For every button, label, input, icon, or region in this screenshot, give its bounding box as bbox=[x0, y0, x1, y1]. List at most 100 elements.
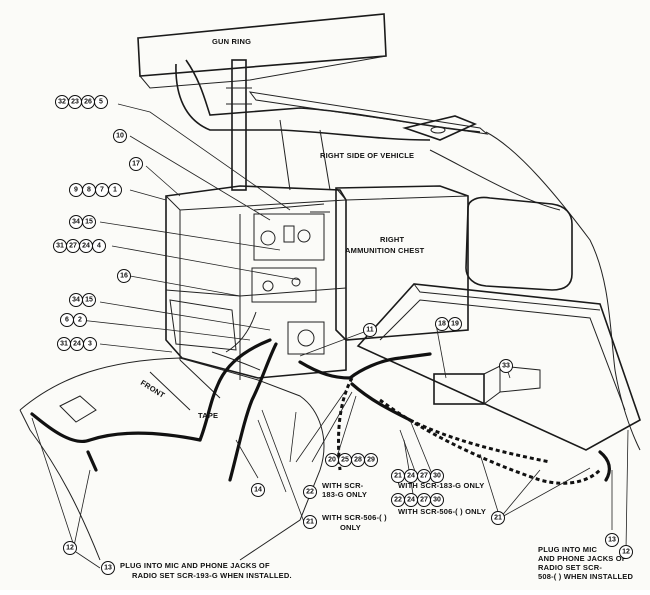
label-plug-right-4: 508-( ) WHEN INSTALLED bbox=[538, 572, 633, 581]
svg-text:27: 27 bbox=[69, 243, 77, 250]
svg-text:20: 20 bbox=[328, 457, 336, 464]
label-tape: TAPE bbox=[198, 411, 218, 420]
callout-3: 3 bbox=[83, 337, 97, 351]
svg-text:6: 6 bbox=[65, 317, 69, 324]
callout-21b: 21 bbox=[303, 515, 317, 529]
label-with-scr506-b: WITH SCR-506-( ) ONLY bbox=[398, 507, 486, 516]
radio-set-frame bbox=[165, 185, 347, 380]
callout-2: 2 bbox=[73, 313, 87, 327]
svg-text:24: 24 bbox=[73, 341, 81, 348]
callout-1: 1 bbox=[108, 183, 122, 197]
svg-text:9: 9 bbox=[74, 187, 78, 194]
callout-26: 26 bbox=[81, 95, 95, 109]
svg-text:4: 4 bbox=[97, 243, 101, 250]
svg-text:14: 14 bbox=[254, 487, 262, 494]
floor-outline bbox=[19, 357, 325, 561]
svg-text:34: 34 bbox=[72, 219, 80, 226]
svg-text:12: 12 bbox=[622, 549, 630, 556]
callout-31b: 31 bbox=[57, 337, 71, 351]
callout-14: 14 bbox=[251, 483, 265, 497]
callout-24c: 24 bbox=[404, 469, 418, 483]
svg-text:12: 12 bbox=[66, 545, 74, 552]
callout-22a: 22 bbox=[391, 493, 405, 507]
callout-21c: 21 bbox=[491, 511, 505, 525]
callout-18: 18 bbox=[435, 317, 449, 331]
cables bbox=[30, 311, 611, 485]
label-gun-ring: GUN RING bbox=[212, 37, 251, 46]
label-plug-right-2: AND PHONE JACKS OF bbox=[538, 554, 627, 563]
svg-text:24: 24 bbox=[407, 473, 415, 480]
callout-17: 17 bbox=[129, 157, 143, 171]
svg-text:8: 8 bbox=[87, 187, 91, 194]
callout-6: 6 bbox=[60, 313, 74, 327]
callout-27c: 27 bbox=[417, 493, 431, 507]
callout-11: 11 bbox=[363, 323, 377, 337]
svg-text:31: 31 bbox=[60, 341, 68, 348]
svg-text:33: 33 bbox=[502, 363, 510, 370]
svg-text:27: 27 bbox=[420, 497, 428, 504]
svg-text:22: 22 bbox=[306, 489, 314, 496]
callout-8: 8 bbox=[82, 183, 96, 197]
svg-text:29: 29 bbox=[367, 457, 375, 464]
callout-7: 7 bbox=[95, 183, 109, 197]
svg-text:18: 18 bbox=[438, 321, 446, 328]
label-with-scr183-b: WITH SCR-183-G ONLY bbox=[398, 481, 484, 490]
callout-20: 20 bbox=[325, 453, 339, 467]
label-ammo-chest-2: AMMUNITION CHEST bbox=[345, 246, 425, 255]
callout-27a: 27 bbox=[66, 239, 80, 253]
callout-29: 29 bbox=[364, 453, 378, 467]
sponson-box bbox=[356, 283, 641, 451]
callout-13a: 13 bbox=[101, 561, 115, 575]
svg-text:16: 16 bbox=[120, 273, 128, 280]
leader-lines bbox=[31, 103, 629, 569]
callout-22b: 22 bbox=[303, 485, 317, 499]
label-with-scr506-1: WITH SCR-506-( ) bbox=[322, 513, 387, 522]
callout-9: 9 bbox=[69, 183, 83, 197]
callout-30b: 30 bbox=[430, 493, 444, 507]
label-with-scr506-2: ONLY bbox=[340, 523, 361, 532]
callout-28: 28 bbox=[351, 453, 365, 467]
callout-25: 25 bbox=[338, 453, 352, 467]
callout-24a: 24 bbox=[79, 239, 93, 253]
label-plug-right-1: PLUG INTO MIC bbox=[538, 545, 598, 554]
gun-ring-structure bbox=[137, 13, 641, 451]
callout-5: 5 bbox=[94, 95, 108, 109]
ammunition-chest bbox=[335, 185, 469, 341]
callout-30a: 30 bbox=[430, 469, 444, 483]
svg-text:30: 30 bbox=[433, 473, 441, 480]
callout-4: 4 bbox=[92, 239, 106, 253]
callout-31a: 31 bbox=[53, 239, 67, 253]
callout-21a: 21 bbox=[391, 469, 405, 483]
vertical-post bbox=[226, 59, 252, 191]
svg-text:31: 31 bbox=[56, 243, 64, 250]
label-plug-left-2: RADIO SET SCR-193-G WHEN INSTALLED. bbox=[132, 571, 292, 580]
text-labels: GUN RING RIGHT SIDE OF VEHICLE RIGHT AMM… bbox=[120, 37, 633, 581]
svg-text:32: 32 bbox=[58, 99, 66, 106]
callout-34b: 34 bbox=[69, 293, 83, 307]
callout-27b: 27 bbox=[417, 469, 431, 483]
svg-text:19: 19 bbox=[451, 321, 459, 328]
callout-24b: 24 bbox=[70, 337, 84, 351]
svg-text:30: 30 bbox=[433, 497, 441, 504]
callout-16: 16 bbox=[117, 269, 131, 283]
callout-10: 10 bbox=[113, 129, 127, 143]
callout-12a: 12 bbox=[63, 541, 77, 555]
label-plug-left-1: PLUG INTO MIC AND PHONE JACKS OF bbox=[120, 561, 270, 570]
svg-text:21: 21 bbox=[306, 519, 314, 526]
svg-text:13: 13 bbox=[104, 565, 112, 572]
svg-text:13: 13 bbox=[608, 537, 616, 544]
callout-15b: 15 bbox=[82, 293, 96, 307]
callout-24d: 24 bbox=[404, 493, 418, 507]
svg-text:27: 27 bbox=[420, 473, 428, 480]
callout-23: 23 bbox=[68, 95, 82, 109]
rear-window bbox=[465, 196, 573, 291]
callout-33: 33 bbox=[499, 359, 513, 373]
callout-13b: 13 bbox=[605, 533, 619, 547]
svg-text:34: 34 bbox=[72, 297, 80, 304]
callout-34a: 34 bbox=[69, 215, 83, 229]
svg-text:11: 11 bbox=[366, 327, 374, 334]
label-with-scr183-1: WITH SCR- bbox=[322, 481, 364, 490]
label-plug-right-3: RADIO SET SCR- bbox=[538, 563, 602, 572]
svg-text:21: 21 bbox=[494, 515, 502, 522]
